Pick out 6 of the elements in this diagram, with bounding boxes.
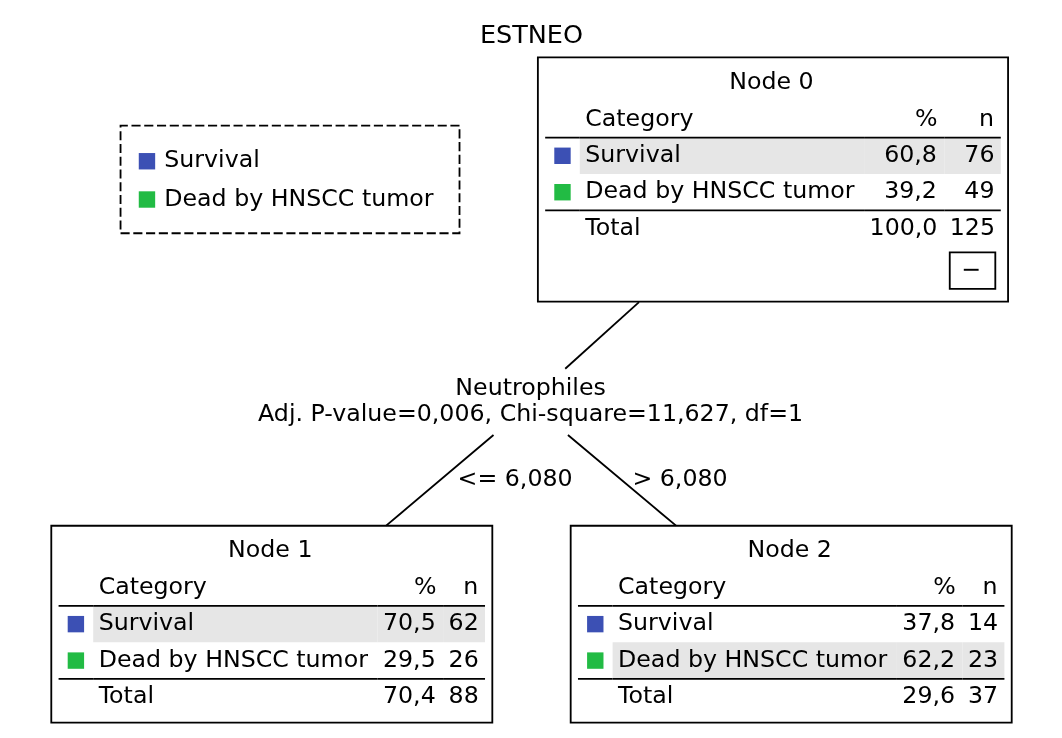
edge-label: > 6,080 (631, 464, 728, 493)
legend-label: Dead by HNSCC tumor (163, 183, 434, 212)
node-text: Neutrophiles Adj. P-value=0,006, Chi-square=11,627, df=1 (257, 373, 803, 427)
legend-label: Survival (163, 145, 260, 174)
diagram-title: ESTNEO (479, 19, 583, 50)
edge-label: <= 6,080 (457, 464, 573, 493)
